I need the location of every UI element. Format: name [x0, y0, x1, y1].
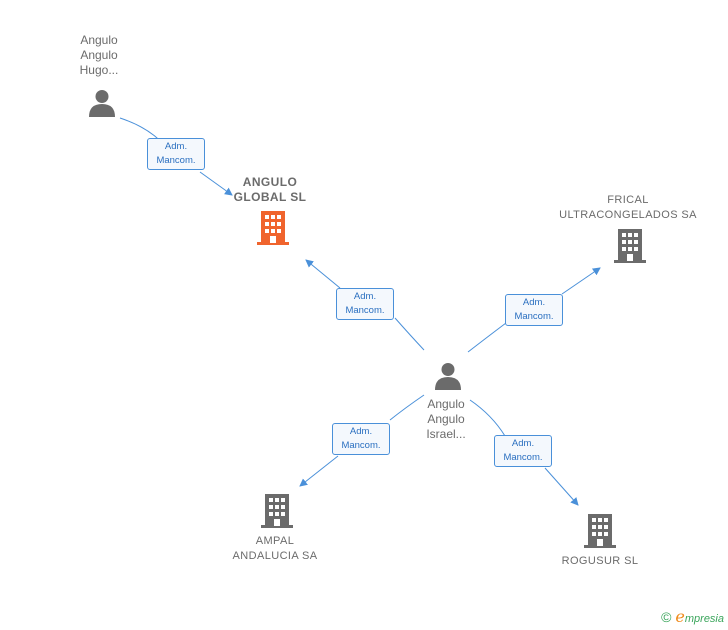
copyright-icon: © [661, 609, 672, 625]
edge-israel-frical-tail [561, 267, 601, 295]
building-icon[interactable] [261, 494, 293, 528]
edge-israel-angulo-global [394, 317, 425, 351]
building-icon[interactable] [257, 211, 289, 245]
edge-label-israel-angulo-global[interactable]: Adm. Mancom. [336, 288, 394, 320]
person-icon[interactable] [87, 88, 117, 118]
edge-israel-rogusur [469, 399, 506, 437]
edge-israel-ampal-tail [299, 455, 339, 487]
brand-logo-initial: e [675, 607, 685, 626]
edge-label-israel-rogusur[interactable]: Adm. Mancom. [494, 435, 552, 467]
edge-hugo-angulo-global-tail [199, 171, 233, 196]
node-label-ampal[interactable]: AMPAL ANDALUCIA SA [232, 535, 318, 562]
edge-israel-rogusur-tail [544, 467, 579, 506]
edge-label-israel-frical[interactable]: Adm. Mancom. [505, 294, 563, 326]
edge-israel-angulo-global-tail [305, 259, 341, 289]
node-label-rogusur[interactable]: ROGUSUR SL [561, 555, 639, 567]
edge-israel-ampal [389, 394, 425, 421]
building-icon[interactable] [584, 514, 616, 548]
person-icon[interactable] [433, 361, 463, 391]
node-label-hugo[interactable]: Angulo Angulo Hugo... [79, 33, 119, 77]
building-icon[interactable] [614, 229, 646, 263]
node-label-frical[interactable]: FRICAL ULTRACONGELADOS SA [559, 194, 697, 221]
brand-footer: ©empresia [661, 607, 724, 626]
edge-label-israel-ampal[interactable]: Adm. Mancom. [332, 423, 390, 455]
edge-israel-frical [467, 322, 507, 353]
node-label-angulo-global[interactable]: ANGULO GLOBAL SL [233, 175, 307, 204]
brand-logo-text: mpresia [684, 613, 724, 625]
node-label-israel[interactable]: Angulo Angulo Israel... [426, 397, 466, 441]
edge-label-hugo-angulo-global[interactable]: Adm. Mancom. [147, 138, 205, 170]
